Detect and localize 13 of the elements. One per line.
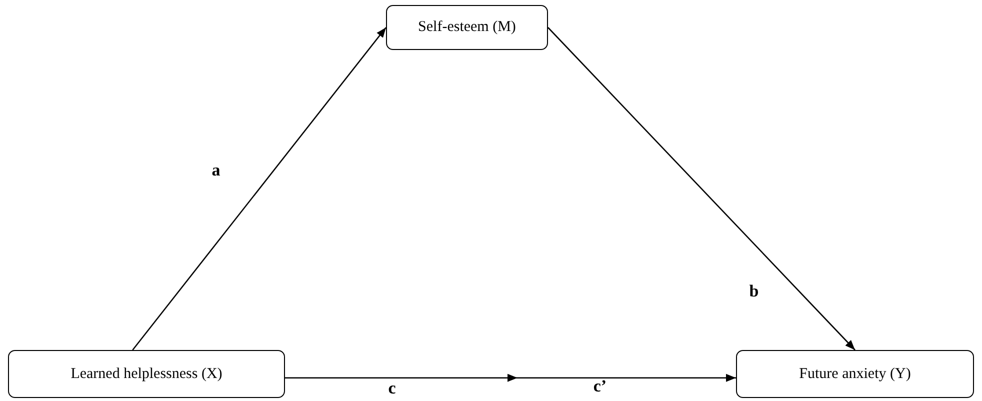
variable-box — [736, 350, 974, 398]
path-label: a — [212, 162, 220, 178]
variable-name: Self-esteem (M) — [418, 19, 516, 36]
arrow — [285, 374, 736, 382]
variable-name: Learned helplessness (X) — [70, 366, 222, 382]
arrow — [132, 27, 387, 350]
path-label: c’ — [593, 378, 607, 394]
path-label: b — [749, 282, 759, 300]
variable-box — [386, 5, 548, 50]
variable-box — [8, 350, 285, 398]
arrow — [548, 27, 856, 350]
variable-name: Future anxiety (Y) — [799, 366, 911, 382]
path-label: c — [388, 380, 396, 396]
